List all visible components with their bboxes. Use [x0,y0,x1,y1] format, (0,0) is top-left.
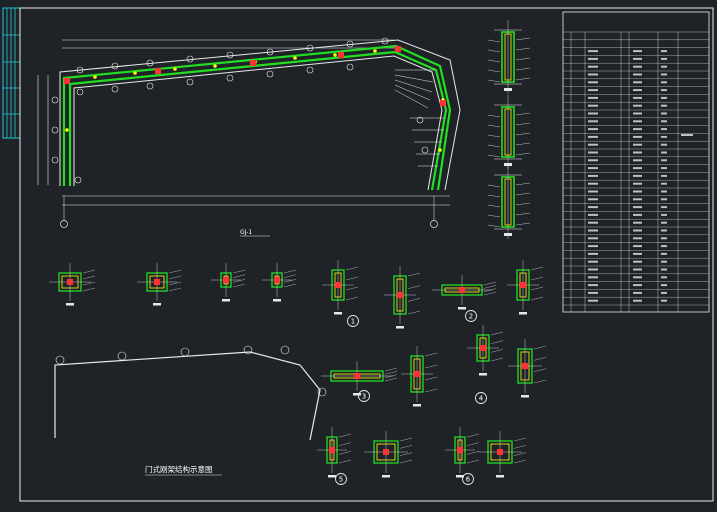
connection-detail-5b [364,431,413,478]
base-detail-d [262,263,297,302]
connection-detail-3b [401,346,438,407]
detail-number: 6 [466,476,471,484]
detail-number: 1 [351,318,355,326]
column-section-details [487,20,531,239]
connection-detail-4 [467,325,504,376]
detail-marker-6: 6 [462,473,474,485]
main-frame-elevation [37,37,461,228]
base-detail-c [211,263,246,302]
column-detail-2 [487,95,531,169]
detail-markers: 1 2 3 4 5 6 [335,310,487,485]
detail-number: 3 [362,393,366,401]
base-detail-b [137,263,182,306]
material-schedule-table [562,11,710,313]
base-detail-a [49,263,96,306]
drawing-frame [19,7,714,502]
connection-detail-1 [322,260,359,315]
main-frame-label: GJ-1 [240,229,252,236]
plan-outline [54,345,327,441]
column-detail-1 [487,20,531,94]
connection-detail-1b [384,266,421,329]
connection-detail-5 [317,427,352,478]
detail-marker-4: 4 [475,392,487,404]
base-plate-details [49,260,547,478]
detail-number: 5 [339,476,343,484]
connection-detail-2 [432,275,497,310]
detail-marker-2: 2 [465,310,477,322]
connection-detail-6b [478,431,527,478]
detail-number: 4 [479,395,484,403]
connection-detail-3 [321,361,398,396]
connection-detail-6 [445,427,480,478]
detail-marker-5: 5 [335,473,347,485]
connection-detail-4b [508,339,547,398]
connection-detail-2b [507,260,544,315]
column-detail-3 [487,165,531,239]
plan-title: 门式刚架结构示意图 [145,464,213,474]
detail-number: 2 [469,313,473,321]
detail-marker-3: 3 [358,390,370,402]
detail-marker-1: 1 [347,315,359,327]
